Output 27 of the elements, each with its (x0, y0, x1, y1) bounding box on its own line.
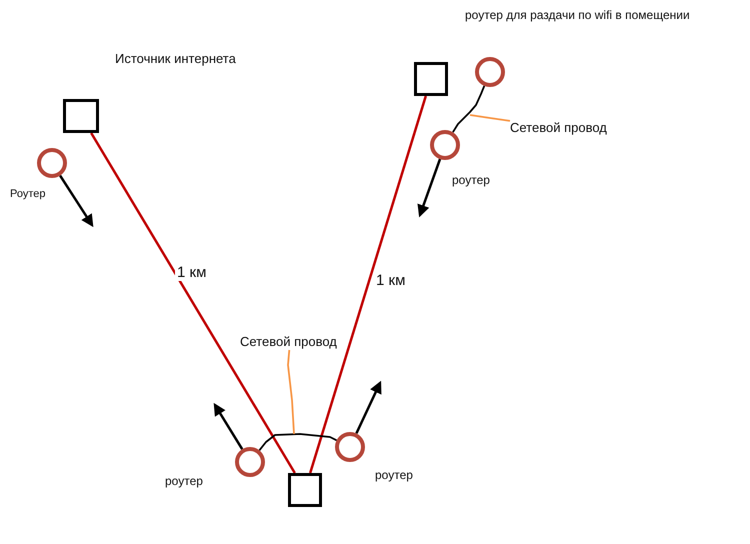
router-caption: Источник интернета (115, 51, 236, 67)
router-circle (335, 432, 365, 462)
square-box (414, 62, 448, 96)
router-circle (37, 148, 67, 178)
router-caption: роутер для раздачи по wifi в помещении (465, 7, 690, 23)
router-caption: роутер (375, 467, 413, 483)
distance-line (309, 96, 427, 474)
arrow (355, 380, 382, 434)
edge-label: 1 км (175, 264, 208, 281)
square-box (288, 473, 322, 507)
arrow (214, 402, 244, 450)
router-circle (235, 447, 265, 477)
square-box (63, 99, 99, 133)
arrow (59, 174, 94, 228)
distance-line (90, 132, 296, 474)
cable-line (258, 433, 337, 451)
router-caption: роутер (165, 473, 203, 489)
cable-line (452, 86, 486, 133)
callout-text: Сетевой провод (240, 334, 337, 350)
leader-line (470, 114, 510, 122)
leader-line (287, 350, 295, 434)
router-caption: роутер (452, 172, 490, 188)
router-caption: Роутер (10, 187, 46, 202)
router-circle (475, 57, 505, 87)
callout-text: Сетевой провод (510, 120, 607, 136)
arrow (417, 158, 442, 218)
router-circle (430, 130, 460, 160)
